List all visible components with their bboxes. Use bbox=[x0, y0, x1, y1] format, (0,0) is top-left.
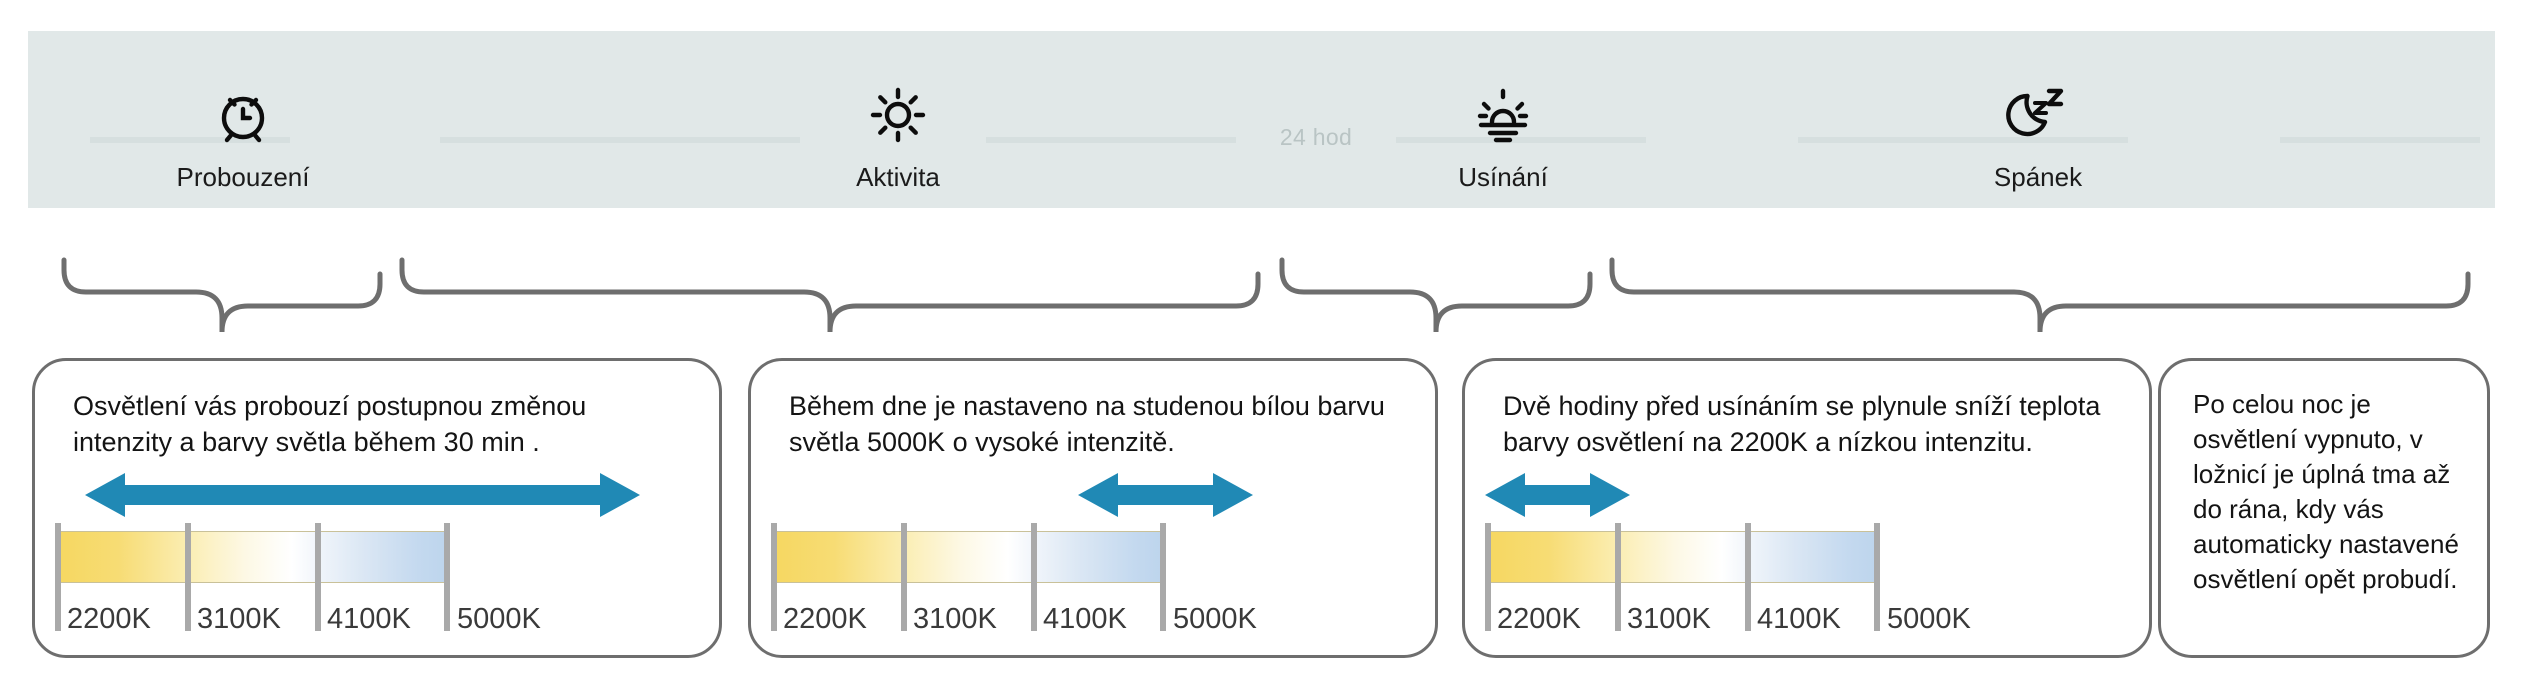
phase-item-winddown[interactable]: Usínání bbox=[1373, 79, 1633, 193]
alarm-clock-icon bbox=[113, 79, 373, 151]
phase-item-activity[interactable]: Aktivita bbox=[768, 79, 1028, 193]
track-segment bbox=[1798, 137, 2128, 143]
brace-sleep bbox=[1609, 257, 2471, 333]
scale-tick bbox=[444, 523, 450, 631]
card-description: Dvě hodiny před usínáním se plynule sníž… bbox=[1503, 391, 2101, 457]
brace-winddown bbox=[1279, 257, 1593, 333]
scale-tick bbox=[1874, 523, 1880, 631]
scale-tick bbox=[1615, 523, 1621, 631]
scale-tick bbox=[1485, 523, 1491, 631]
scale-label: 2200K bbox=[1497, 603, 1581, 635]
phase-label: Usínání bbox=[1458, 162, 1548, 192]
scale-tick bbox=[771, 523, 777, 631]
track-segment bbox=[440, 137, 800, 143]
track-segment bbox=[2280, 137, 2480, 143]
intensity-range-arrow bbox=[1078, 471, 1253, 519]
scale-label: 4100K bbox=[327, 603, 411, 635]
phase-item-sleep[interactable]: Spánek bbox=[1908, 79, 2168, 193]
info-card-sleep: Po celou noc je osvětlení vypnuto, v lož… bbox=[2158, 358, 2490, 658]
temperature-gradient bbox=[771, 531, 1166, 583]
scale-label: 4100K bbox=[1043, 603, 1127, 635]
brace-activity bbox=[399, 257, 1261, 333]
card-description: Po celou noc je osvětlení vypnuto, v lož… bbox=[2193, 389, 2459, 595]
phase-item-wake[interactable]: Probouzení bbox=[113, 79, 373, 193]
scale-tick bbox=[55, 523, 61, 631]
intensity-range-arrow bbox=[85, 471, 640, 519]
moon-zz-icon bbox=[1908, 79, 2168, 151]
sunset-icon bbox=[1373, 79, 1633, 151]
track-segment bbox=[90, 137, 290, 143]
scale-label: 5000K bbox=[1887, 603, 1971, 635]
color-temperature-scale: 2200K 3100K 4100K 5000K bbox=[1485, 523, 1971, 635]
phase-label: Spánek bbox=[1993, 162, 2083, 192]
temperature-gradient bbox=[55, 531, 450, 583]
track-segment bbox=[986, 137, 1236, 143]
scale-tick bbox=[315, 523, 321, 631]
timeline-track bbox=[28, 31, 2495, 208]
scale-label: 2200K bbox=[783, 603, 867, 635]
phase-label: Probouzení bbox=[176, 162, 310, 192]
phase-label: Aktivita bbox=[856, 162, 940, 192]
scale-tick bbox=[1160, 523, 1166, 631]
scale-tick bbox=[185, 523, 191, 631]
info-card-winddown: Dvě hodiny před usínáním se plynule sníž… bbox=[1462, 358, 2152, 658]
scale-label: 5000K bbox=[1173, 603, 1257, 635]
track-segment bbox=[1396, 137, 1646, 143]
sun-icon bbox=[768, 79, 1028, 151]
duration-label: 24 hod bbox=[1279, 124, 1353, 150]
temperature-gradient bbox=[1485, 531, 1880, 583]
scale-label: 2200K bbox=[67, 603, 151, 635]
info-card-wake: Osvětlení vás probouzí postupnou změnou … bbox=[32, 358, 722, 658]
brace-wake bbox=[61, 257, 383, 333]
brace-connectors bbox=[0, 208, 2524, 360]
color-temperature-scale: 2200K 3100K 4100K 5000K bbox=[771, 523, 1257, 635]
phase-timeline-band: 24 hod Probouzení Aktivita bbox=[28, 31, 2495, 208]
scale-tick bbox=[901, 523, 907, 631]
intensity-range-arrow bbox=[1485, 471, 1630, 519]
card-description: Během dne je nastaveno na studenou bílou… bbox=[789, 391, 1385, 457]
card-description: Osvětlení vás probouzí postupnou změnou … bbox=[73, 391, 587, 457]
scale-label: 5000K bbox=[457, 603, 541, 635]
scale-tick bbox=[1031, 523, 1037, 631]
scale-label: 3100K bbox=[913, 603, 997, 635]
info-card-activity: Během dne je nastaveno na studenou bílou… bbox=[748, 358, 1438, 658]
scale-label: 3100K bbox=[1627, 603, 1711, 635]
scale-tick bbox=[1745, 523, 1751, 631]
scale-label: 4100K bbox=[1757, 603, 1841, 635]
color-temperature-scale: 2200K 3100K 4100K 5000K bbox=[55, 523, 541, 635]
scale-label: 3100K bbox=[197, 603, 281, 635]
